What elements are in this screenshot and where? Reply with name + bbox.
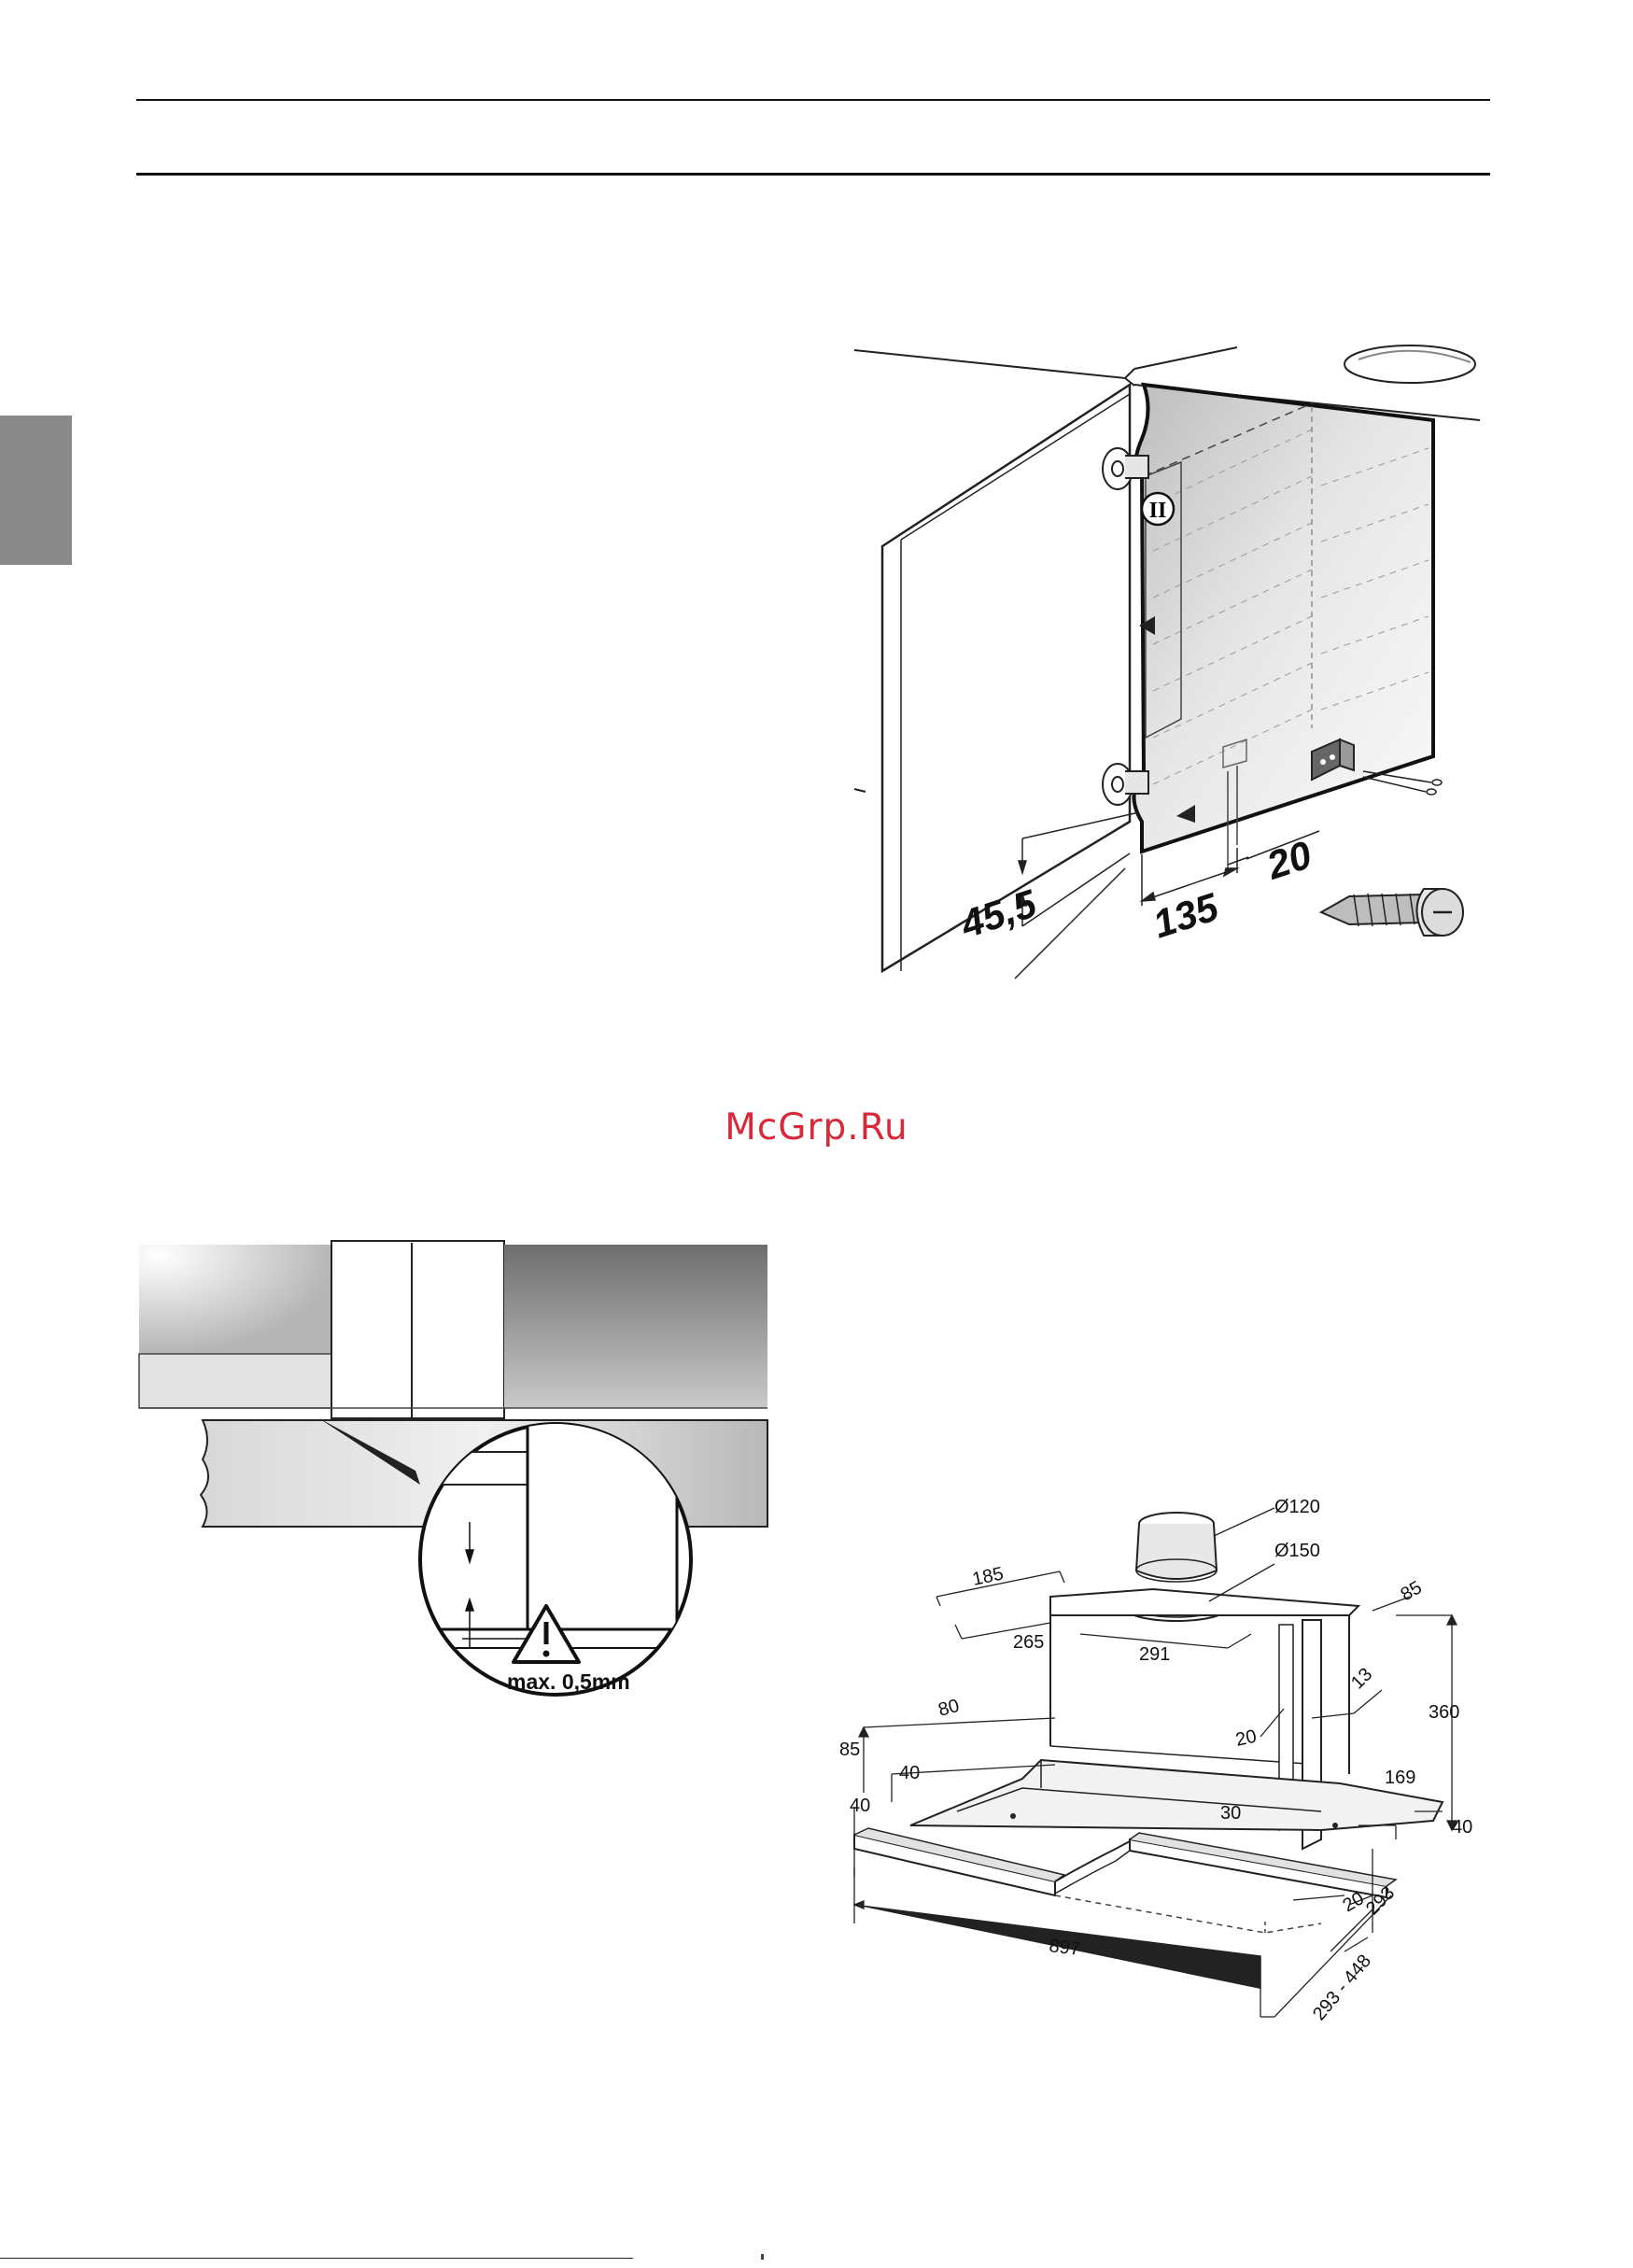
step-badge-label: II (1149, 499, 1167, 523)
dim-40-front-label: 40 (850, 1796, 870, 1816)
dim-depth-label: 135 (1147, 884, 1224, 947)
dim-360-label: 360 (1429, 1702, 1459, 1723)
footer-rule (0, 2258, 633, 2259)
diameter-120-label: Ø120 (1274, 1497, 1320, 1517)
dim-85-top-label: 85 (1398, 1577, 1426, 1605)
header-rule-top (136, 99, 1490, 101)
dim-897-label: 897 (1048, 1936, 1081, 1960)
dim-265-label: 265 (1013, 1632, 1044, 1653)
dim-80-label: 80 (936, 1696, 962, 1721)
dim-85-left-label: 85 (839, 1740, 860, 1760)
dim-40-left-label: 40 (899, 1763, 920, 1783)
watermark-text: McGrp.Ru (0, 1106, 1633, 1148)
section-tab-marker (0, 416, 72, 565)
dim-40-right-label: 40 (1452, 1817, 1472, 1838)
dim-291-label: 291 (1139, 1644, 1170, 1665)
footer-mark (761, 2254, 764, 2260)
screw-large-icon (1321, 889, 1463, 936)
dim-offset-label: 20 (1260, 832, 1316, 887)
door-gap-figure: max. 0,5mm (135, 1237, 780, 1713)
dim-13-label: 13 (1347, 1664, 1376, 1693)
dim-185-label: 185 (970, 1563, 1005, 1589)
hood-dimensions-figure: Ø120 Ø150 185 265 291 85 360 13 80 85 40… (836, 1466, 1489, 2045)
door-mounting-figure: II 45,5 135 20 (845, 336, 1489, 990)
dim-20-inner-label: 20 (1233, 1726, 1258, 1751)
gap-label: max. 0,5mm (507, 1669, 630, 1694)
dim-293-448-label: 293 - 448 (1309, 1951, 1375, 2024)
header-rule-bottom (136, 173, 1490, 176)
diameter-150-label: Ø150 (1274, 1541, 1320, 1561)
dim-169-label: 169 (1385, 1768, 1415, 1788)
dim-30-label: 30 (1220, 1803, 1241, 1824)
